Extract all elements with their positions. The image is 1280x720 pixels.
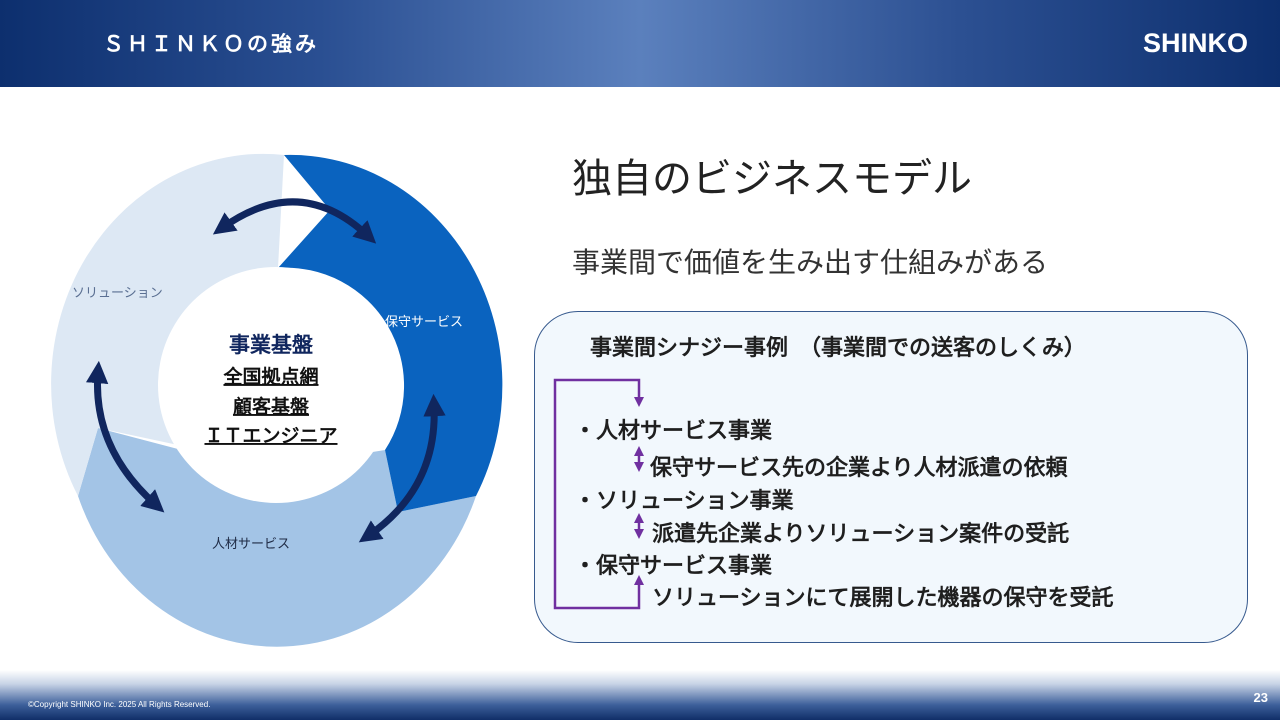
business-solution: ・ソリューション事業 — [574, 489, 794, 514]
center-item-customers: 顧客基盤 — [233, 395, 310, 418]
label-solution: ソリューション — [72, 286, 163, 301]
synergy-header: 事業間シナジー事例 （事業間での送客のしくみ） — [590, 336, 1086, 361]
business-cycle-diagram: ソリューション 保守サービス 人材サービス 事業基盤 全国拠点網 顧客基盤 ＩＴ… — [51, 153, 503, 647]
label-maintenance: 保守サービス — [385, 315, 463, 330]
center-item-engineers: ＩＴエンジニア — [204, 425, 337, 447]
detail-maintenance: ソリューションにて展開した機器の保守を受託 — [652, 586, 1114, 611]
center-circle — [158, 267, 394, 503]
segment-maintenance — [278, 154, 503, 512]
business-maintenance: ・保守サービス事業 — [574, 554, 773, 579]
arrow-maintenance-staffing — [358, 393, 446, 543]
section-title: ＳＨＩＮＫＯの強み — [103, 32, 319, 56]
slide-title: 独自のビジネスモデル — [572, 156, 972, 202]
synergy-box — [534, 311, 1248, 643]
header-bar: ＳＨＩＮＫＯの強み SHINKO — [0, 0, 1280, 87]
business-staffing: ・人材サービス事業 — [574, 419, 773, 444]
footer-bar — [0, 670, 1280, 720]
arrow-solution-maintenance — [212, 198, 377, 244]
detail-solution: 派遣先企業よりソリューション案件の受託 — [652, 522, 1070, 547]
label-staffing: 人材サービス — [212, 537, 290, 552]
shinko-logo: SHINKO — [1142, 28, 1248, 58]
detail-staffing: 保守サービス先の企業より人材派遣の依頼 — [650, 456, 1068, 481]
page-number: 23 — [1253, 690, 1268, 705]
slide-subtitle: 事業間で価値を生み出す仕組みがある — [572, 246, 1049, 279]
center-heading: 事業基盤 — [229, 333, 314, 357]
arrow-solution-staffing — [85, 360, 165, 513]
center-item-network: 全国拠点網 — [222, 365, 318, 388]
copyright: ©Copyright SHINKO Inc. 2025 All Rights R… — [28, 700, 211, 709]
